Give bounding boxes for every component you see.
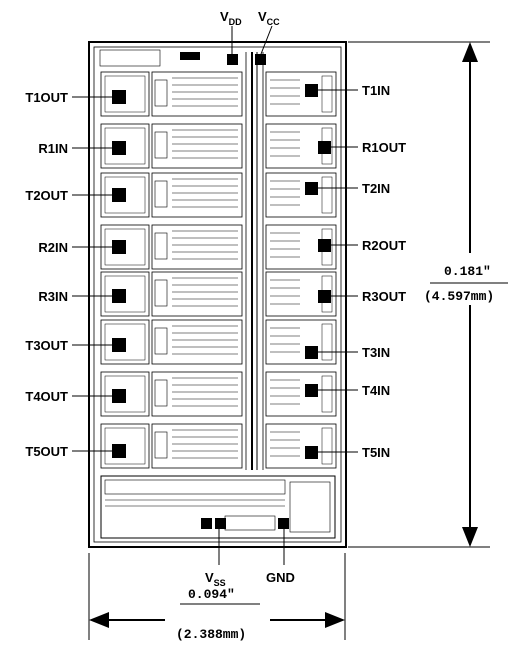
pin-label-r3out: R3OUT — [362, 289, 406, 304]
die-row — [100, 423, 337, 469]
vss-pad-1 — [201, 518, 212, 529]
right-pin-group: T1IN R1OUT T2IN R2OUT R3OUT T3IN T4IN T5IN — [305, 83, 406, 460]
vdd-pad — [227, 54, 238, 65]
pad-t5in — [305, 446, 318, 459]
pad-r3out — [318, 290, 331, 303]
die-body — [88, 41, 347, 548]
pin-label-t2in: T2IN — [362, 181, 390, 196]
pad-t4out — [112, 389, 126, 403]
die-row — [100, 319, 337, 365]
vdd-label: VDD — [220, 9, 242, 27]
pad-r1in — [112, 141, 126, 155]
pin-label-r3in: R3IN — [38, 289, 68, 304]
die-row — [100, 71, 337, 117]
vcc-label: VCC — [258, 9, 280, 27]
pin-label-t1out: T1OUT — [25, 90, 68, 105]
pin-label-r2out: R2OUT — [362, 238, 406, 253]
pad-t4in — [305, 384, 318, 397]
vss-pad-2 — [215, 518, 226, 529]
pad-r2in — [112, 240, 126, 254]
pad-t2in — [305, 182, 318, 195]
die-row — [100, 123, 337, 169]
vcc-pad — [255, 54, 266, 65]
gnd-pad — [278, 518, 289, 529]
pad-t5out — [112, 444, 126, 458]
pad-r3in — [112, 289, 126, 303]
pin-label-r2in: R2IN — [38, 240, 68, 255]
height-inches: 0.181" — [444, 264, 491, 279]
pad-t1in — [305, 84, 318, 97]
pad-t1out — [112, 90, 126, 104]
pad-t3out — [112, 338, 126, 352]
pin-label-t5out: T5OUT — [25, 444, 68, 459]
vss-label: VSS — [205, 570, 226, 588]
height-mm: (4.597mm) — [424, 289, 494, 304]
pin-label-t1in: T1IN — [362, 83, 390, 98]
pin-label-t4in: T4IN — [362, 383, 390, 398]
pin-label-r1in: R1IN — [38, 141, 68, 156]
pin-label-t2out: T2OUT — [25, 188, 68, 203]
die-row — [100, 371, 337, 417]
die-row — [100, 224, 337, 270]
pad-t3in — [305, 346, 318, 359]
pin-label-t3out: T3OUT — [25, 338, 68, 353]
width-dimension: 0.094" (2.388mm) — [88, 553, 346, 642]
left-pin-group: T1OUT R1IN T2OUT R2IN R3IN T3OUT T4OUT T5OUT — [25, 90, 126, 459]
gnd-label: GND — [266, 570, 295, 585]
pin-label-t5in: T5IN — [362, 445, 390, 460]
pin-label-r1out: R1OUT — [362, 140, 406, 155]
height-dimension: 0.181" (4.597mm) — [348, 41, 508, 548]
pad-r2out — [318, 239, 331, 252]
width-inches: 0.094" — [188, 587, 235, 602]
die-row — [100, 271, 337, 317]
pad-r1out — [318, 141, 331, 154]
width-mm: (2.388mm) — [176, 627, 246, 642]
pin-label-t3in: T3IN — [362, 345, 390, 360]
pin-label-t4out: T4OUT — [25, 389, 68, 404]
die-row — [100, 172, 337, 218]
pad-t2out — [112, 188, 126, 202]
die-cells — [100, 71, 337, 469]
